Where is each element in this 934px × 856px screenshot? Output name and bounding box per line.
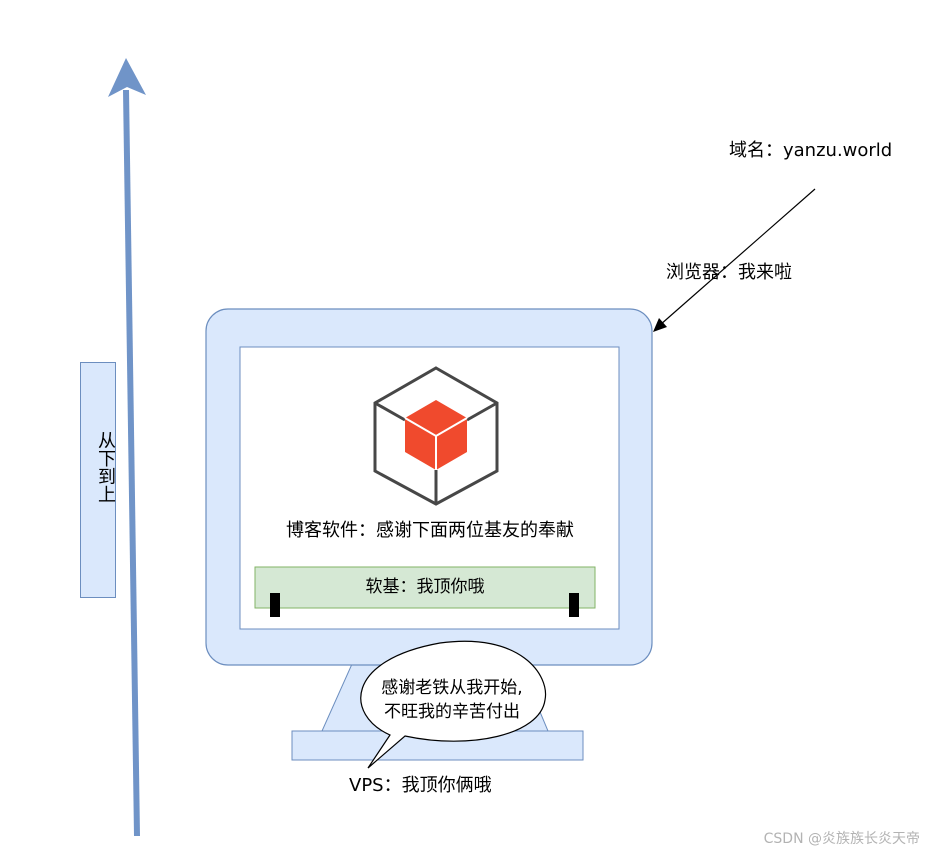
browser-label: 浏览器：我来啦: [666, 262, 792, 283]
up-arrow-icon: [108, 58, 146, 837]
speech-bubble: [360, 640, 547, 769]
disk-foot-right: [569, 593, 579, 617]
side-caption-box: 从下到上: [80, 362, 116, 598]
software-base-label: 软基：我顶你哦: [365, 577, 485, 597]
watermark: CSDN @炎族族长炎天帝: [763, 831, 920, 847]
speech-bubble-line1: 感谢老铁从我开始,: [381, 678, 523, 698]
cube-icon: [373, 366, 499, 506]
side-caption: 从下到上: [95, 431, 116, 503]
speech-bubble-text: 感谢老铁从我开始, 不旺我的辛苦付出: [352, 676, 552, 724]
speech-bubble-line2: 不旺我的辛苦付出: [384, 702, 520, 722]
vps-label: VPS：我顶你俩哦: [349, 775, 492, 796]
pointer-arrow-icon: [653, 188, 816, 332]
blog-software-label: 博客软件：感谢下面两位基友的奉献: [286, 520, 574, 541]
disk-foot-left: [270, 593, 280, 617]
software-base-disk: [254, 566, 596, 609]
domain-label: 域名：yanzu.world: [729, 140, 893, 161]
